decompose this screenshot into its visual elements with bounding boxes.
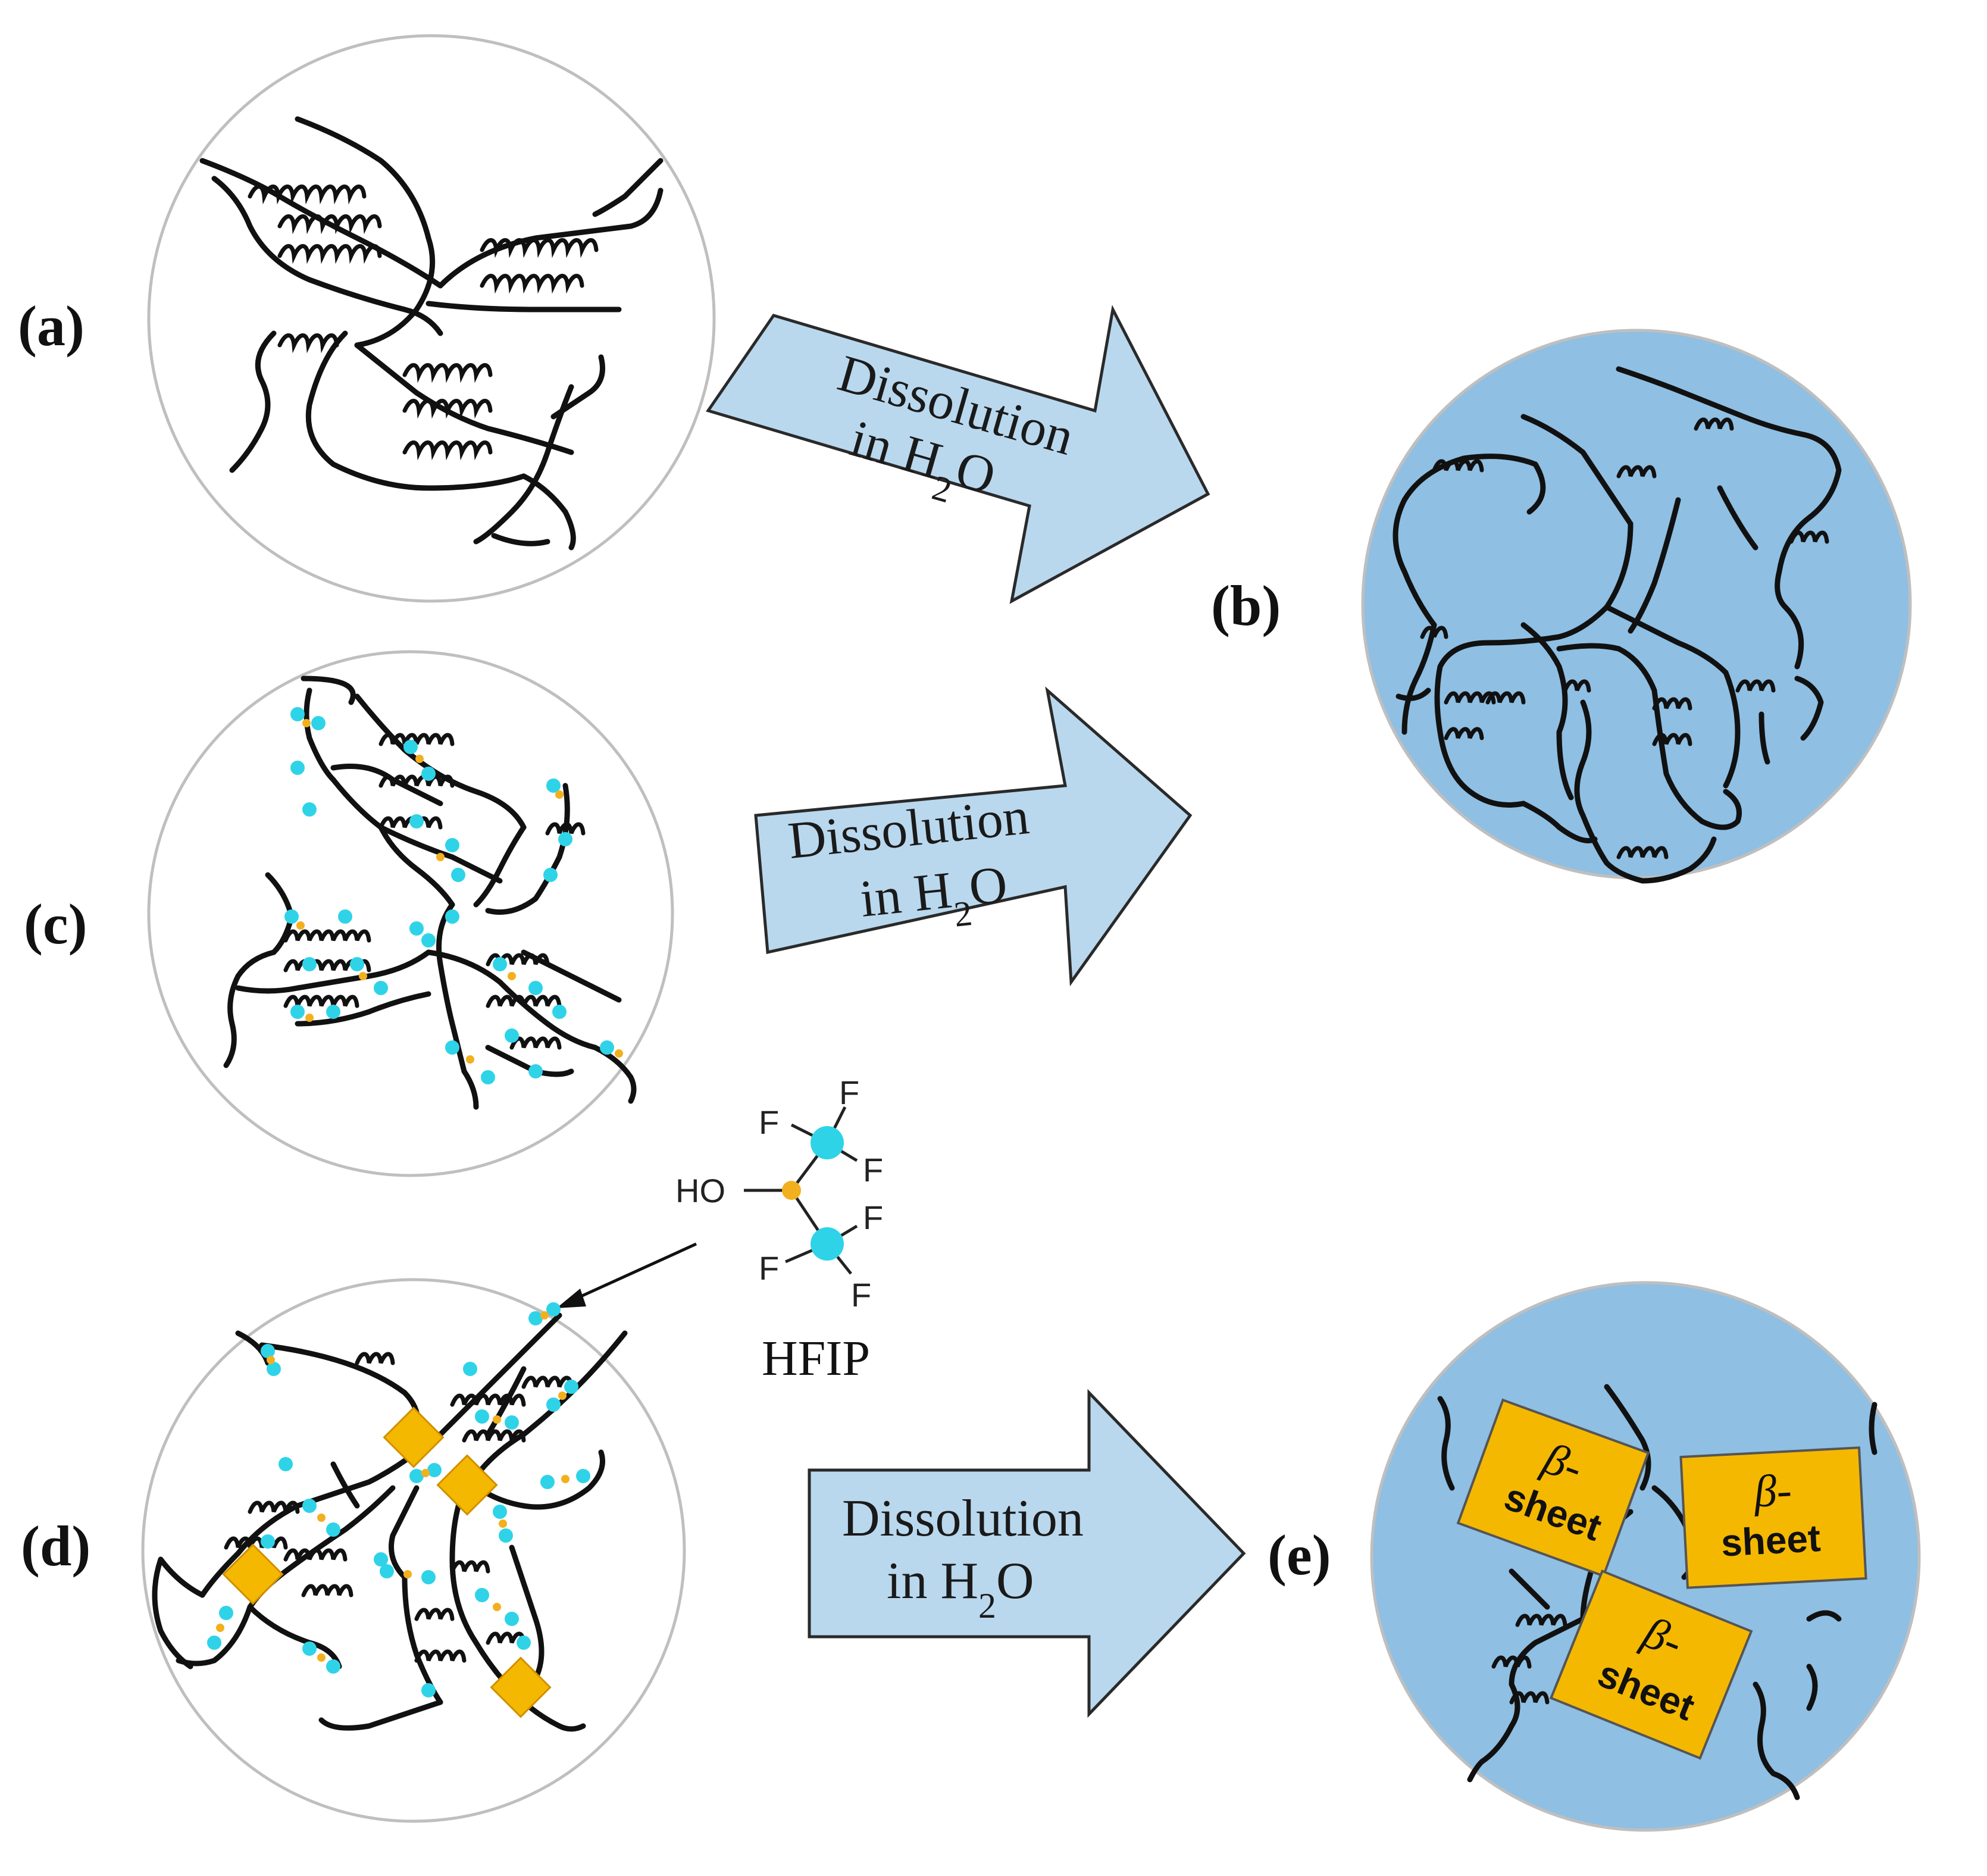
arrow-3-shape bbox=[808, 1389, 1246, 1718]
panel-c: (c) bbox=[24, 650, 674, 1177]
panel-d: (d) bbox=[21, 1278, 686, 1823]
beta-sheet-3: β- sheet bbox=[1549, 1569, 1753, 1760]
panel-e: β- sheet β- sheet β- sheet (e) bbox=[1268, 1281, 1921, 1832]
hfip-cf3-top bbox=[811, 1126, 844, 1159]
beta-sheet-1: β- sheet bbox=[1456, 1398, 1650, 1578]
hfip-f-5: F bbox=[759, 1249, 779, 1287]
arrow-2-line2: in H2O bbox=[858, 856, 1012, 944]
panel-b-label: (b) bbox=[1211, 574, 1281, 637]
panel-c-label: (c) bbox=[24, 892, 87, 956]
beta-sheet-2: β- sheet bbox=[1679, 1446, 1867, 1589]
hfip-f-2: F bbox=[839, 1074, 859, 1111]
panel-b-protein-chains bbox=[1393, 366, 1842, 884]
panel-b-circle bbox=[1361, 329, 1912, 880]
beta-sheet-2-symbol: β- bbox=[1751, 1465, 1792, 1517]
panel-d-label: (d) bbox=[21, 1514, 90, 1578]
dissolution-arrow-2: Dissolution in H2O bbox=[754, 686, 1193, 987]
beta-sheet-2-word: sheet bbox=[1720, 1517, 1822, 1565]
dissolution-arrow-1: Dissolution in H2O bbox=[705, 305, 1210, 604]
arrow-1-shape bbox=[705, 305, 1210, 604]
arrow-3-line1: Dissolution bbox=[842, 1490, 1084, 1547]
panel-a-circle bbox=[147, 34, 716, 603]
panel-b-helices bbox=[1420, 417, 1829, 859]
panel-d-hfip-molecules bbox=[207, 1302, 590, 1697]
beta-sheet-1-box bbox=[1456, 1398, 1650, 1578]
panel-d-helices bbox=[224, 1352, 574, 1663]
panel-c-hfip-carbons bbox=[296, 719, 623, 1064]
hfip-f-6: F bbox=[851, 1276, 871, 1314]
hfip-central-carbon bbox=[782, 1181, 801, 1200]
panel-c-circle bbox=[147, 650, 674, 1177]
panel-a: (a) bbox=[18, 34, 716, 603]
beta-sheet-3-box bbox=[1549, 1569, 1753, 1760]
panel-a-label: (a) bbox=[18, 294, 85, 358]
arrow-2-shape bbox=[754, 686, 1193, 987]
arrow-3-line2: in H2O bbox=[887, 1552, 1034, 1625]
hfip-f-1: F bbox=[759, 1103, 779, 1141]
dissolution-arrow-3: Dissolution in H2O bbox=[808, 1389, 1246, 1718]
panel-a-protein-chains bbox=[199, 116, 664, 551]
panel-d-hfip-carbons bbox=[216, 1311, 569, 1662]
panel-e-helices bbox=[1491, 1614, 1567, 1705]
hfip-name: HFIP bbox=[762, 1331, 870, 1386]
panel-d-beta-sheet-markers bbox=[222, 1406, 552, 1718]
hfip-structure: HO F F F F F F HFIP bbox=[556, 1074, 883, 1386]
panel-b: (b) bbox=[1211, 329, 1912, 884]
hfip-cf3-bottom bbox=[811, 1227, 844, 1261]
panel-a-helices bbox=[248, 185, 599, 461]
hfip-pointer-head bbox=[556, 1289, 586, 1308]
beta-sheet-2-box bbox=[1679, 1446, 1867, 1589]
hfip-f-3: F bbox=[863, 1151, 883, 1189]
hfip-pointer-line bbox=[564, 1242, 697, 1305]
hfip-f-4: F bbox=[863, 1199, 883, 1236]
panel-e-label: (e) bbox=[1268, 1523, 1331, 1587]
panel-c-hfip-molecules bbox=[284, 707, 614, 1084]
hfip-ho: HO bbox=[675, 1172, 725, 1209]
